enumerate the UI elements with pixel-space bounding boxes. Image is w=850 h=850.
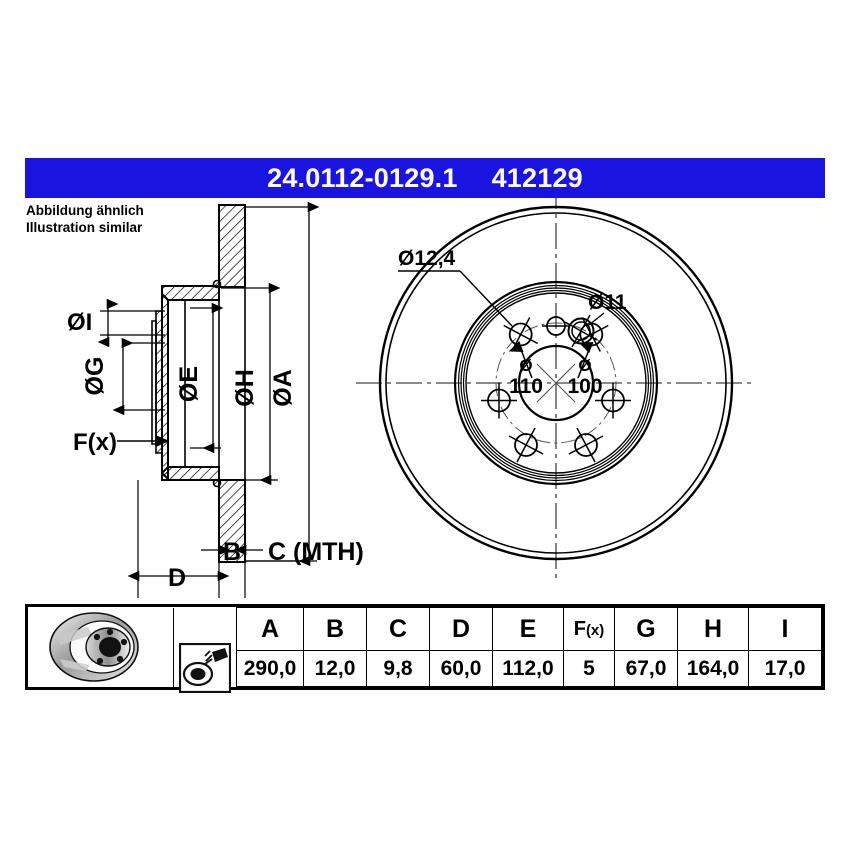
label-c-mth: C (MTH): [268, 538, 364, 566]
table-header-row: A B C D E F(x) G H I: [28, 606, 822, 693]
cross-section-view: ØI ØG ØE: [67, 201, 364, 598]
table-value-i: 17,0: [748, 650, 822, 687]
leader-dia-11: [588, 312, 605, 326]
locating-hole-threaded: [564, 314, 598, 348]
bolt-hole: [568, 427, 604, 463]
table-value-fx: 5: [563, 650, 615, 687]
table-header-d: D: [429, 606, 493, 652]
dimension-dia-i: [97, 298, 165, 348]
section-upper-body: [161, 204, 246, 301]
dimension-dia-h: [221, 282, 281, 486]
label-dia-h: ØH: [231, 369, 259, 407]
label-dia-i: ØI: [67, 309, 92, 336]
brake-disc-photo-icon: [48, 612, 139, 682]
table-value-b: 12,0: [303, 650, 367, 687]
label-pcd-100-symbol: Ø: [578, 356, 591, 375]
friction-ring-inner: [453, 280, 659, 486]
hub-centre-ticks: [536, 363, 576, 403]
fx-sub: (x): [585, 621, 605, 639]
label-pcd-100-value: 100: [567, 375, 602, 398]
dimension-dia-g: [112, 337, 165, 416]
hat-step-2: [460, 287, 652, 479]
illustration-note-en: Illustration similar: [26, 220, 143, 236]
label-pcd-110-symbol: Ø: [519, 356, 532, 375]
bolt-hole: [508, 427, 544, 463]
leader-dia-12-4: [398, 270, 513, 327]
illustration-note: Abbildung ähnlich Illustration similar: [26, 202, 144, 237]
table-header-fx: F(x): [563, 606, 615, 652]
section-hub-wall: [151, 291, 169, 482]
bolt-hole: [595, 382, 631, 419]
label-d: D: [168, 564, 186, 592]
table-value-d: 60,0: [429, 650, 493, 687]
hat-step-1: [457, 284, 655, 482]
table-header-g: G: [614, 606, 678, 652]
label-dia-12-4: Ø12,4: [398, 247, 456, 270]
table-header-i: I: [748, 606, 822, 652]
technical-drawing: ØI ØG ØE: [25, 198, 825, 600]
label-dia-e: ØE: [175, 366, 203, 402]
table-value-e: 112,0: [492, 650, 564, 687]
label-f-x: F(x): [73, 429, 117, 456]
table-header-c: C: [366, 606, 430, 652]
locating-hole-small: [542, 316, 570, 336]
label-dia-11: Ø11: [588, 291, 627, 314]
table-value-g: 67,0: [614, 650, 678, 687]
pcd-circle: [495, 322, 617, 444]
table-value-row: 290,0 12,0 9,8 60,0 112,0 5 67,0 164,0 1…: [28, 650, 822, 687]
label-b: B: [223, 538, 241, 566]
disc-photo-cell: [28, 607, 174, 687]
bolt-hole: [481, 382, 517, 419]
disc-outer-edge-inner: [385, 212, 727, 554]
article-number: 412129: [491, 162, 583, 193]
fx-main: F: [573, 617, 586, 640]
table-value-c: 9,8: [366, 650, 430, 687]
dimension-bottom-group: [127, 480, 309, 598]
label-pcd-110-value: 110: [509, 375, 543, 398]
table-header-b: B: [303, 606, 367, 652]
header-banner: 24.0112-0129.1 412129: [25, 158, 825, 198]
table-value-a: 290,0: [236, 650, 304, 687]
hat-step-3: [462, 289, 650, 477]
leader-pcd: [508, 340, 594, 379]
face-view: Ø12,4 Ø11 Ø 110 Ø 100: [356, 198, 756, 583]
label-dia-a: ØA: [269, 369, 297, 407]
label-dia-g: ØG: [81, 357, 109, 396]
hat-step-4: [465, 292, 647, 474]
dimension-dia-e: [190, 302, 224, 454]
illustration-note-de: Abbildung ähnlich: [26, 203, 144, 218]
table-value-h: 164,0: [677, 650, 749, 687]
centre-bore: [517, 344, 595, 422]
coating-spray-icon: [179, 643, 231, 693]
coating-icon-cell: [173, 607, 237, 693]
disc-outer-edge: [378, 205, 734, 561]
table-header-h: H: [677, 606, 749, 652]
table-header-a: A: [236, 606, 304, 652]
specification-table: A B C D E F(x) G H I 290,0 12,0 9,8 60,0…: [25, 604, 825, 693]
table-header-e: E: [492, 606, 564, 652]
part-number: 24.0112-0129.1: [267, 162, 458, 193]
